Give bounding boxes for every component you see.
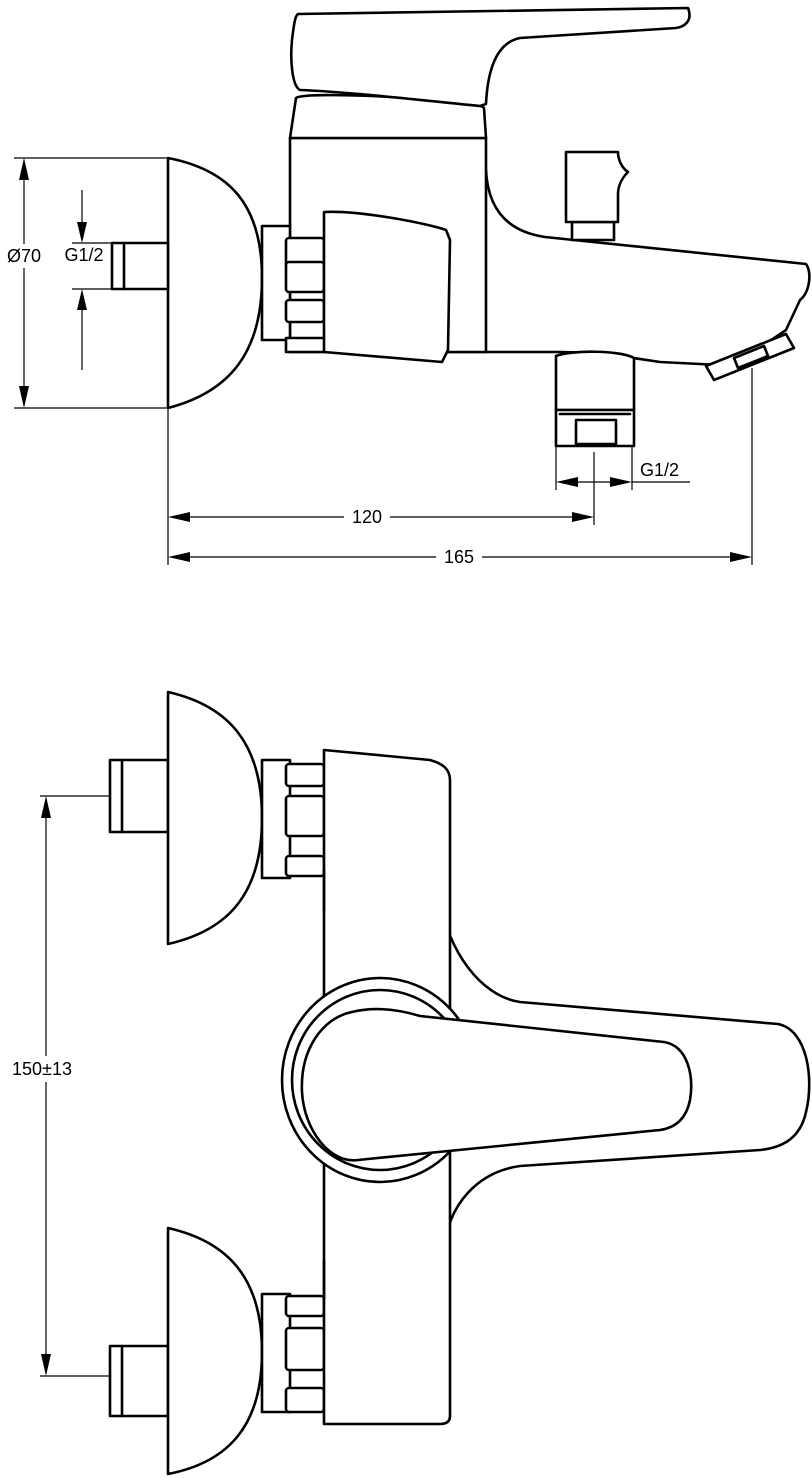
- dim-outlet-distance: 120: [167, 408, 595, 565]
- dim-inlet-thread: G1/2: [64, 190, 112, 370]
- dim-outlet-distance-label: 120: [352, 507, 382, 527]
- escutcheon: [166, 156, 264, 410]
- dim-center-distance-label: 150±13: [12, 1059, 72, 1079]
- dim-center-distance: 150±13: [2, 795, 110, 1377]
- mounting-plate: [322, 210, 452, 364]
- escutcheon-top: [166, 690, 264, 946]
- dim-outlet-thread: G1/2: [555, 446, 690, 490]
- dim-inlet-thread-label: G1/2: [64, 245, 103, 265]
- dim-outlet-thread-label: G1/2: [640, 460, 679, 480]
- dim-total-depth: 165: [168, 368, 753, 569]
- inlet-pipe: [110, 241, 170, 291]
- diverter-pin: [570, 220, 616, 242]
- aerator-slot: [732, 344, 770, 370]
- inlet-pipe-top: [108, 758, 170, 834]
- dim-total-depth-label: 165: [444, 547, 474, 567]
- lever-handle-top: [300, 1007, 693, 1162]
- escutcheon-bottom: [166, 1226, 264, 1476]
- dim-diameter: Ø70: [2, 157, 168, 409]
- dim-diameter-label: Ø70: [7, 246, 41, 266]
- top-view: 150±13: [2, 690, 811, 1476]
- inlet-pipe-bottom: [108, 1344, 170, 1418]
- diverter-knob: [564, 150, 630, 224]
- aerator: [704, 332, 796, 382]
- side-view: Ø70 G1/2 G1/2: [2, 6, 811, 569]
- lever-handle: [289, 6, 691, 108]
- shower-outlet-bore: [574, 418, 618, 446]
- shower-outlet-body: [554, 350, 636, 412]
